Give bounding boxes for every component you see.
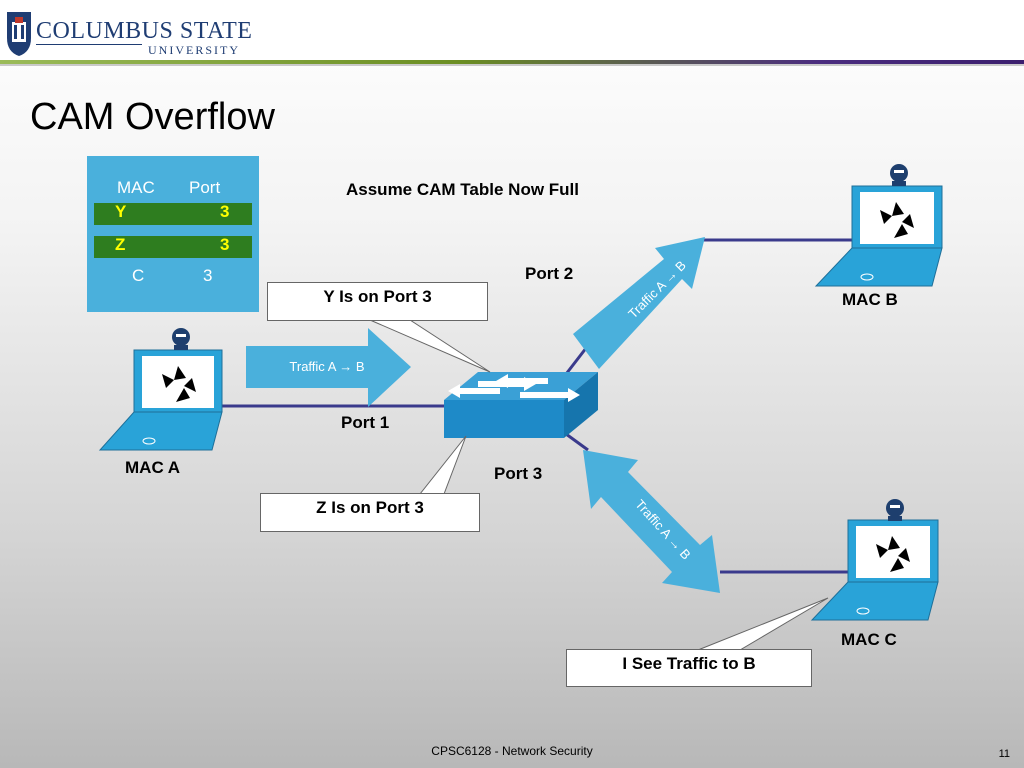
slide-title: CAM Overflow (30, 96, 275, 138)
logo-wordmark: COLUMBUS STATE (36, 18, 253, 44)
callout-c-pointer (697, 597, 829, 651)
traffic-arrow-c (583, 450, 720, 593)
callout-c-box: I See Traffic to B (566, 649, 812, 687)
page-number: 11 (998, 748, 1010, 760)
university-shield-icon (7, 12, 31, 56)
host-b-label: MAC B (842, 290, 898, 309)
laptop-icon-mac-c (810, 499, 939, 621)
cam-row-highlight (94, 203, 252, 225)
port-1-label: Port 1 (341, 413, 390, 432)
cam-full-note: Assume CAM Table Now Full (346, 180, 579, 199)
callout-z-pointer (418, 435, 467, 495)
cam-row-highlight (94, 236, 252, 258)
host-c-label: MAC C (841, 630, 897, 649)
host-a-label: MAC A (125, 458, 181, 477)
cam-header-mac: MAC (117, 178, 155, 197)
header-divider-shadow (0, 64, 1024, 66)
cam-row-y-port: 3 (220, 202, 230, 221)
cam-row-z-mac: Z (115, 235, 126, 254)
laptop-icon-mac-a (98, 328, 223, 451)
callout-z-box: Z Is on Port 3 (260, 493, 480, 532)
laptop-icon-mac-b (814, 164, 943, 287)
cam-row-y-mac: Y (115, 202, 127, 221)
traffic-label-a: Traffic A → B (289, 359, 365, 374)
cam-row-c-mac: C (132, 266, 145, 285)
cam-row-c-port: 3 (203, 266, 213, 285)
logo-rule (36, 44, 142, 45)
cam-table: MAC Port Y 3 Z 3 C 3 (87, 156, 259, 312)
cam-row-z-port: 3 (220, 235, 230, 254)
header-divider (0, 60, 1024, 64)
header-bar (0, 0, 1024, 62)
logo-subtitle: UNIVERSITY (148, 43, 240, 57)
port-2-label: Port 2 (525, 264, 574, 283)
cam-header-port: Port (189, 178, 221, 197)
switch-icon (444, 372, 598, 438)
traffic-arrow-a (246, 328, 411, 407)
callout-y-box: Y Is on Port 3 (267, 282, 488, 321)
port-3-label: Port 3 (494, 464, 543, 483)
traffic-arrow-b (573, 237, 705, 369)
footer-course: CPSC6128 - Network Security (431, 744, 593, 758)
link-port3-segment (565, 432, 589, 452)
